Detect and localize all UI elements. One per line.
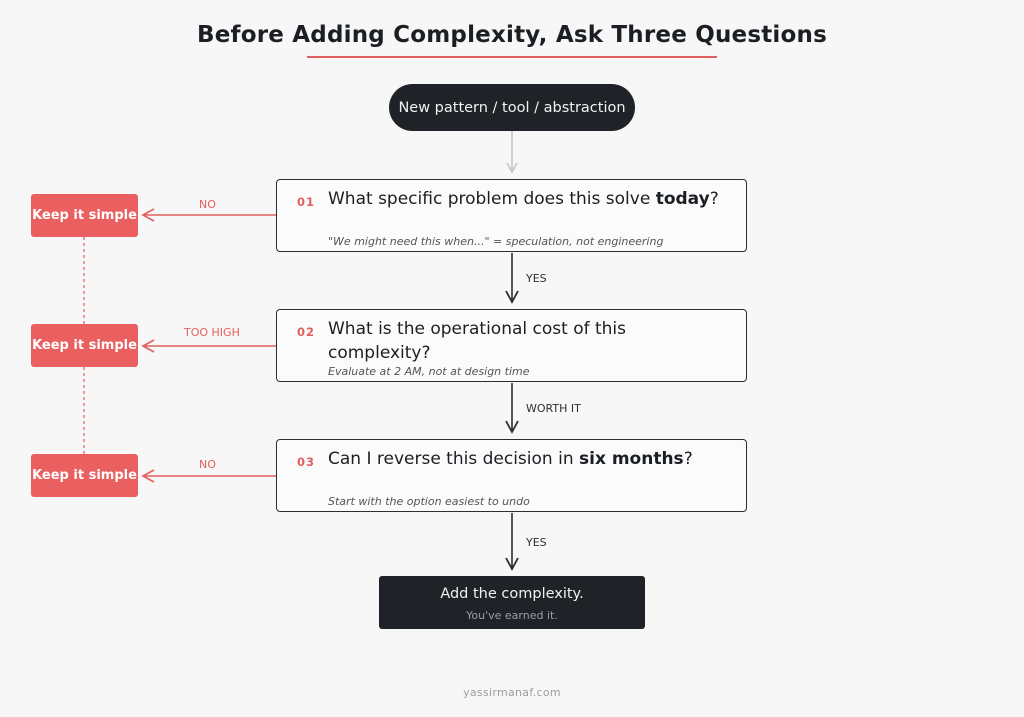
question-text-main: What specific problem does this solve — [328, 189, 656, 209]
question-text-end: ? — [683, 449, 693, 469]
keep-simple-label: Keep it simple — [32, 208, 137, 223]
keep-simple-box-1: Keep it simple — [31, 194, 138, 237]
question-text-emphasis: six months — [579, 449, 684, 469]
start-node-label: New pattern / tool / abstraction — [398, 99, 626, 116]
edge-label-q2-pass: WORTH IT — [526, 402, 581, 415]
edge-label-q1-pass: YES — [526, 272, 547, 285]
arrowhead-q3-to-end — [505, 557, 519, 571]
edge-label-q3-pass: YES — [526, 536, 547, 549]
arrowhead-q3-to-keep — [141, 469, 155, 483]
question-note: Evaluate at 2 AM, not at design time — [328, 365, 530, 378]
question-text: Can I reverse this decision in six month… — [328, 447, 728, 471]
keep-simple-box-3: Keep it simple — [31, 454, 138, 497]
keep-simple-box-2: Keep it simple — [31, 324, 138, 367]
question-text-emphasis: today — [655, 189, 710, 209]
title-underline — [307, 56, 717, 58]
arrowhead-q1-to-q2 — [505, 290, 519, 304]
question-text-main: Can I reverse this decision in — [328, 449, 579, 469]
question-text: What specific problem does this solve to… — [328, 187, 728, 211]
end-node: Add the complexity. You've earned it. — [379, 576, 645, 629]
question-note: Start with the option easiest to undo — [328, 495, 530, 508]
question-box-3: 03 Can I reverse this decision in six mo… — [276, 439, 747, 512]
question-text-main: What is the operational cost of this com… — [328, 319, 627, 363]
question-note: "We might need this when..." = speculati… — [328, 235, 664, 248]
edge-label-q1-fail: NO — [199, 198, 216, 211]
arrowhead-q2-to-keep — [141, 339, 155, 353]
end-node-subtitle: You've earned it. — [466, 609, 558, 622]
edge-label-q3-fail: NO — [199, 458, 216, 471]
question-box-2: 02 What is the operational cost of this … — [276, 309, 747, 382]
page-title: Before Adding Complexity, Ask Three Ques… — [197, 22, 827, 48]
keep-simple-label: Keep it simple — [32, 468, 137, 483]
end-node-title: Add the complexity. — [440, 586, 584, 602]
question-number: 02 — [297, 325, 316, 339]
keep-simple-label: Keep it simple — [32, 338, 137, 353]
arrowhead-q2-to-q3 — [505, 420, 519, 434]
question-number: 03 — [297, 455, 316, 469]
question-text: What is the operational cost of this com… — [328, 317, 728, 365]
start-node: New pattern / tool / abstraction — [389, 84, 635, 131]
footer-credit: yassirmanaf.com — [463, 686, 561, 699]
question-box-1: 01 What specific problem does this solve… — [276, 179, 747, 252]
arrowhead-q1-to-keep — [141, 208, 155, 222]
question-number: 01 — [297, 195, 316, 209]
edge-label-q2-fail: TOO HIGH — [184, 326, 240, 339]
question-text-end: ? — [709, 189, 719, 209]
arrowhead-start-to-q1 — [506, 162, 518, 174]
